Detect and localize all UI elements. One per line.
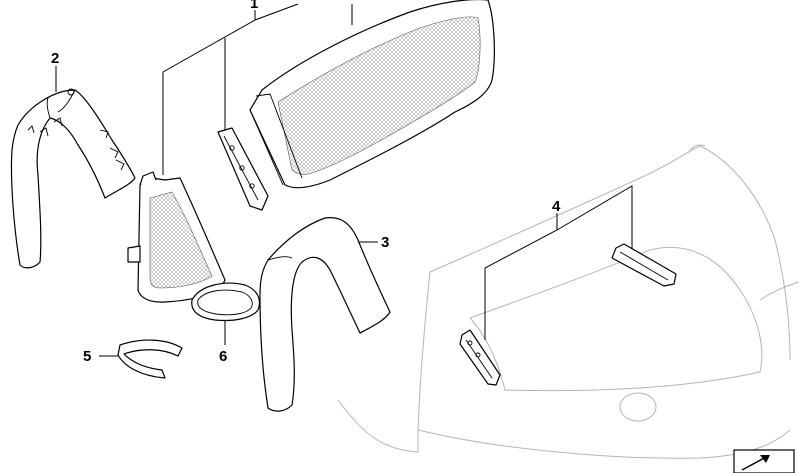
document-arrow-icon: [733, 449, 795, 473]
part-1-bracket-strip: [217, 127, 269, 211]
callout-6: 6: [219, 348, 227, 365]
callout-3: 3: [381, 234, 389, 251]
part-6-ring-gasket: [191, 282, 261, 322]
callout-2: 2: [51, 50, 59, 67]
part-4-trunk-frame-parts: [459, 243, 677, 386]
part-1-side-panel: [127, 171, 226, 303]
callout-1: 1: [250, 0, 258, 12]
part-2-roll-bar-cover-left: [10, 88, 136, 269]
part-5-curved-strip: [117, 339, 183, 379]
part-3-roll-bar-cover-right: [259, 217, 391, 412]
callout-4: 4: [552, 198, 561, 215]
callout-5: 5: [83, 348, 91, 365]
part-1-wind-deflector-frame: [249, 0, 495, 189]
rear-body-ghost-outline: [337, 144, 799, 459]
